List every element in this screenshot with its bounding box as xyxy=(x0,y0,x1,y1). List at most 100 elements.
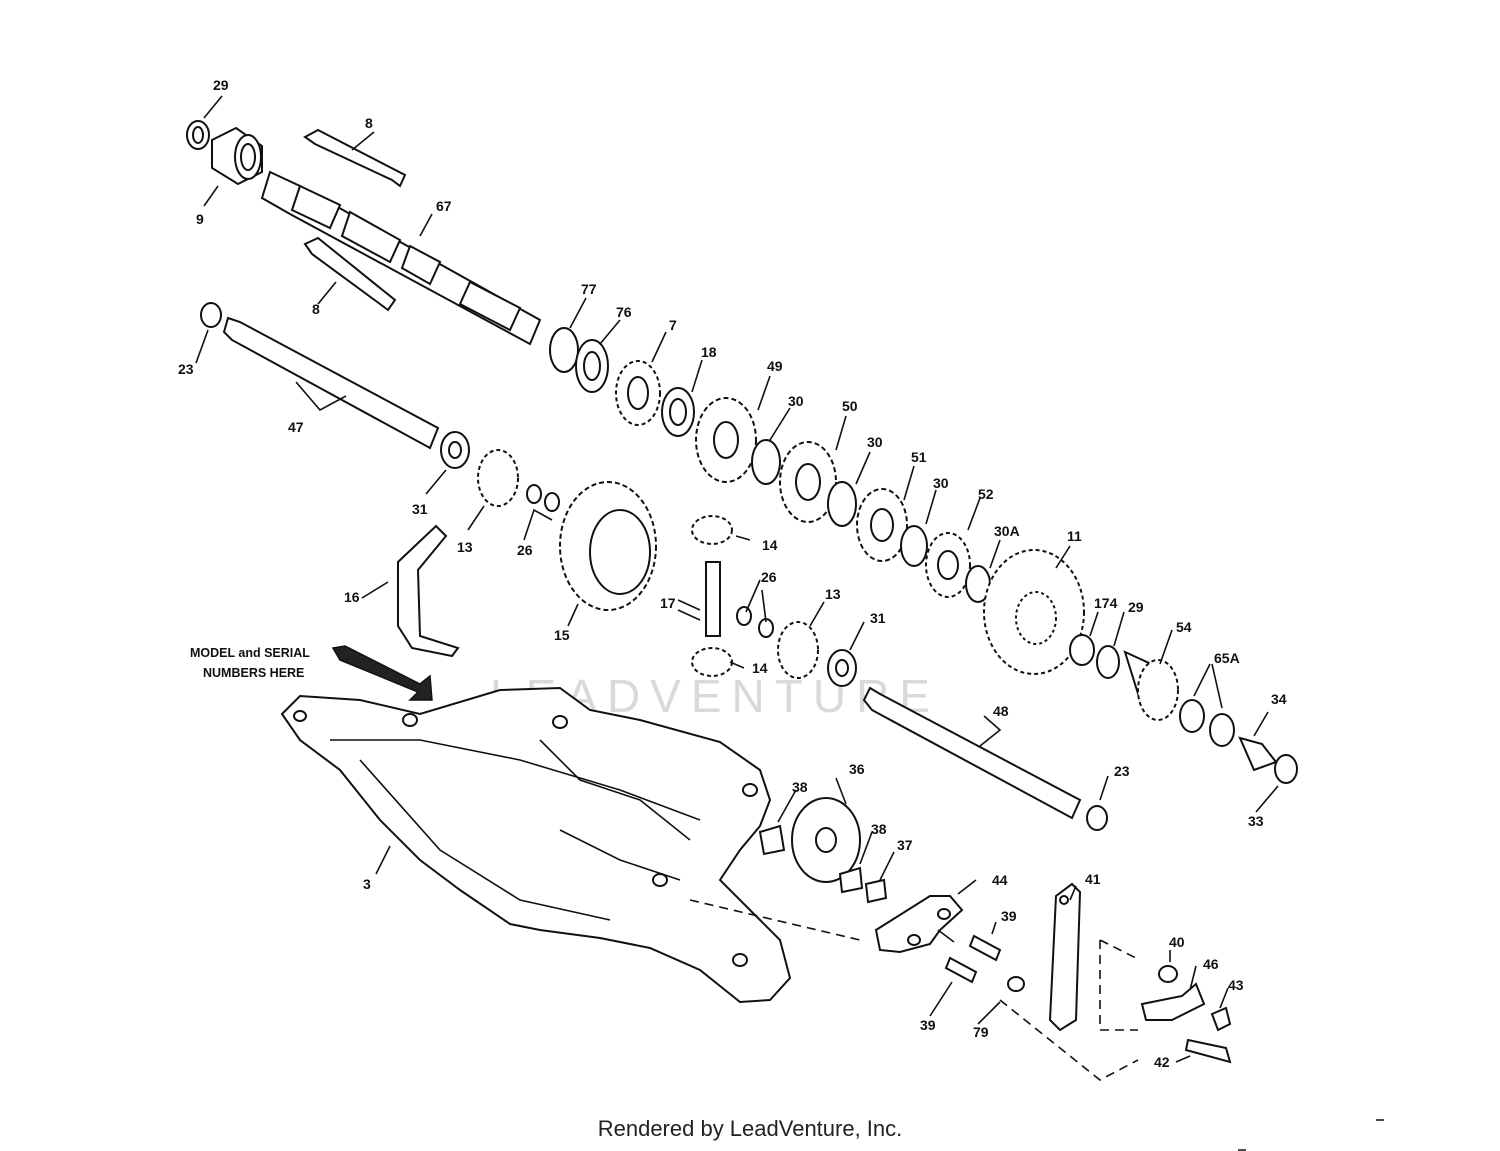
differential-assembly xyxy=(200,302,1108,831)
part-16-band xyxy=(397,524,460,658)
label-17: 17 xyxy=(660,595,676,611)
part-34-bushing xyxy=(1238,736,1278,772)
part-49-gear-hub xyxy=(713,421,739,459)
housing-bolt-hole-5 xyxy=(732,953,748,967)
part-54-pinion-face xyxy=(1137,659,1179,721)
part-67-spline-4 xyxy=(458,280,522,332)
housing-rib-3 xyxy=(539,739,691,841)
label-38-top: 38 xyxy=(792,779,808,795)
leader-lines xyxy=(195,95,1279,1063)
part-23-seal-b xyxy=(1086,805,1108,831)
part-67-spline-3 xyxy=(400,244,442,286)
part-8-fork-lower xyxy=(303,236,397,312)
part-76-washer-hole xyxy=(583,351,601,381)
label-8-top: 8 xyxy=(365,115,373,131)
part-65A-washer-1 xyxy=(1179,699,1205,733)
label-30-a: 30 xyxy=(788,393,804,409)
part-42-bolt xyxy=(1184,1038,1232,1064)
label-13-right: 13 xyxy=(825,586,841,602)
label-67: 67 xyxy=(436,198,452,214)
label-37: 37 xyxy=(897,837,913,853)
part-38-pad-b xyxy=(838,866,864,894)
upper-shaft-assembly xyxy=(186,120,1298,784)
part-labels: 29 8 9 67 8 23 47 77 76 7 18 49 30 50 30… xyxy=(178,77,1287,1070)
part-67-spline-1 xyxy=(290,184,342,230)
part-43-nut xyxy=(1210,1006,1232,1032)
label-14-bottom: 14 xyxy=(752,660,768,676)
part-29-ring-b xyxy=(1096,645,1120,679)
part-37-plate xyxy=(864,878,888,904)
label-48: 48 xyxy=(993,703,1009,719)
housing-bolt-hole-4 xyxy=(652,873,668,887)
housing-bolt-hole-3 xyxy=(742,783,758,797)
part-47-axle xyxy=(222,316,440,450)
label-36: 36 xyxy=(849,761,865,777)
edge-marks xyxy=(1238,1119,1384,1151)
label-23-left: 23 xyxy=(178,361,194,377)
part-36-brake-disc-hub xyxy=(815,827,837,853)
label-9: 9 xyxy=(196,211,204,227)
label-8-bottom: 8 xyxy=(312,301,320,317)
label-31-right: 31 xyxy=(870,610,886,626)
part-26-thrust-washer-a xyxy=(526,484,542,504)
label-52: 52 xyxy=(978,486,994,502)
part-39-pin-b xyxy=(944,956,978,984)
part-44-stud xyxy=(937,929,955,943)
label-43: 43 xyxy=(1228,977,1244,993)
part-44-hole-b xyxy=(937,908,951,920)
label-30-c: 30 xyxy=(933,475,949,491)
housing-assembly xyxy=(280,645,792,1004)
part-13-bevel-gear-a xyxy=(477,449,519,507)
part-29-ring-hole xyxy=(192,126,204,144)
label-11: 11 xyxy=(1067,528,1082,544)
label-50: 50 xyxy=(842,398,858,414)
label-40: 40 xyxy=(1169,934,1185,950)
part-30-washer-b xyxy=(827,481,857,527)
part-52-gear-hub xyxy=(937,550,959,580)
part-38-pad-a xyxy=(758,824,786,856)
label-30A: 30A xyxy=(994,523,1020,539)
part-11-gear-inner xyxy=(1015,591,1057,645)
part-41-lever xyxy=(1048,882,1082,1032)
label-33: 33 xyxy=(1248,813,1264,829)
label-38-bottom: 38 xyxy=(871,821,887,837)
part-44-hole-a xyxy=(907,934,921,946)
part-41-hole xyxy=(1059,895,1069,905)
part-18-bearing-bore xyxy=(669,398,687,426)
part-8-fork-upper xyxy=(303,128,407,188)
part-23-seal-a xyxy=(200,302,222,328)
part-7-gear-hub xyxy=(627,376,649,410)
label-23-right: 23 xyxy=(1114,763,1130,779)
part-31-washer-b-hole xyxy=(835,659,849,677)
label-14-top: 14 xyxy=(762,537,778,553)
label-16: 16 xyxy=(344,589,360,605)
housing-rib-1 xyxy=(330,739,701,821)
callout-leaders xyxy=(195,95,1279,1063)
rendered-by-credit: Rendered by LeadVenture, Inc. xyxy=(597,1116,903,1141)
housing-bolt-hole-2 xyxy=(402,713,418,727)
part-14-pinion-a xyxy=(691,515,733,545)
part-17-cross-shaft xyxy=(705,561,721,637)
label-65A: 65A xyxy=(1214,650,1240,666)
part-65A-washer-2 xyxy=(1209,713,1235,747)
label-174: 174 xyxy=(1094,595,1118,611)
model-serial-note-line2: NUMBERS HERE xyxy=(203,666,304,680)
label-79: 79 xyxy=(973,1024,989,1040)
label-44: 44 xyxy=(992,872,1008,888)
part-39-pin-a xyxy=(968,934,1002,962)
part-30-washer-a xyxy=(751,439,781,485)
part-9-bearing-bore xyxy=(240,143,256,171)
label-7: 7 xyxy=(669,317,677,333)
part-67-spline-2 xyxy=(340,210,402,264)
part-33-seal xyxy=(1274,754,1298,784)
label-29-top: 29 xyxy=(213,77,229,93)
label-39-top: 39 xyxy=(1001,908,1017,924)
housing-rib-2 xyxy=(359,759,611,921)
part-79-spring xyxy=(1007,976,1025,992)
model-serial-note-line1: MODEL and SERIAL xyxy=(190,646,310,660)
housing-bolt-hole-1 xyxy=(552,715,568,729)
label-31-left: 31 xyxy=(412,501,428,517)
label-26-right: 26 xyxy=(761,569,777,585)
pointer-arrow-icon xyxy=(331,645,433,701)
